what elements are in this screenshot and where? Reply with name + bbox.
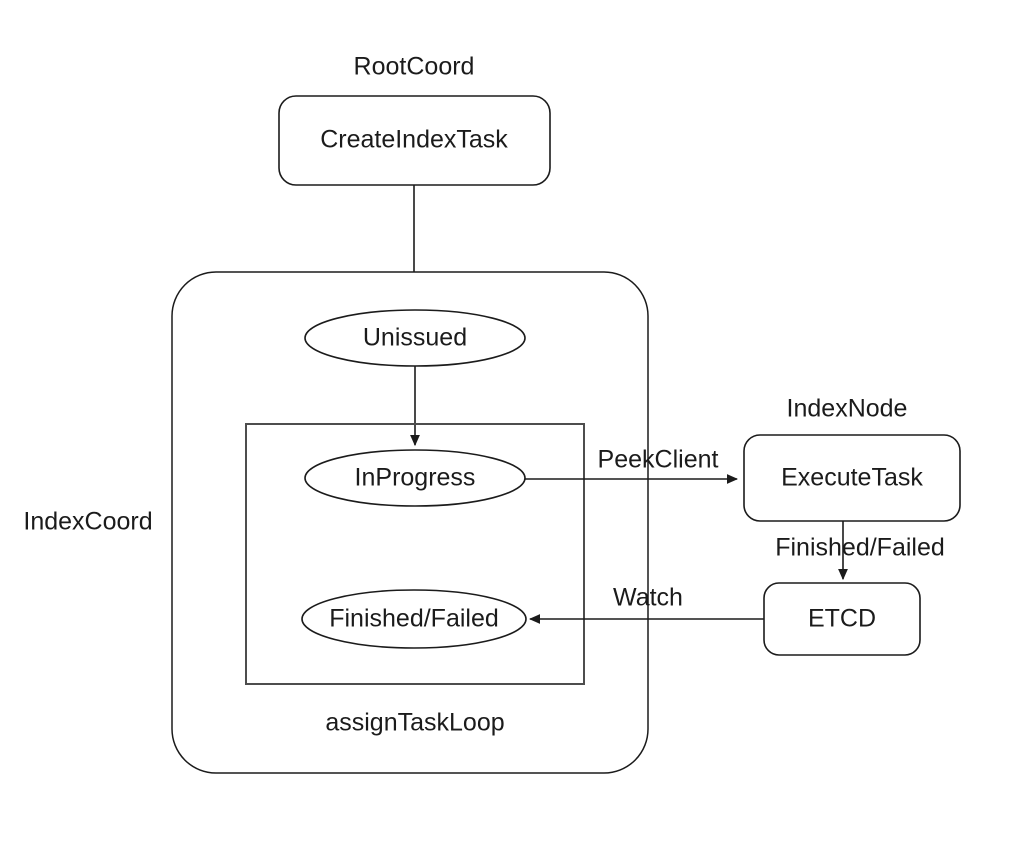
group-label-rootcoord: RootCoord bbox=[354, 53, 475, 81]
edge-label-finished-failed: Finished/Failed bbox=[775, 534, 945, 562]
node-label-finished-failed-state: Finished/Failed bbox=[329, 605, 499, 633]
group-label-indexnode: IndexNode bbox=[787, 395, 908, 423]
edge-label-watch: Watch bbox=[613, 584, 683, 612]
node-label-unissued: Unissued bbox=[363, 324, 467, 352]
group-container-assigntaskloop bbox=[245, 423, 585, 685]
node-label-etcd: ETCD bbox=[808, 605, 876, 633]
node-label-inprogress: InProgress bbox=[355, 464, 476, 492]
node-label-execute-task: ExecuteTask bbox=[781, 464, 923, 492]
node-inprogress[interactable] bbox=[304, 449, 526, 507]
group-container-indexcoord bbox=[171, 271, 649, 774]
group-label-assigntaskloop: assignTaskLoop bbox=[325, 709, 504, 737]
edge-label-peekclient: PeekClient bbox=[598, 446, 719, 474]
group-label-indexcoord: IndexCoord bbox=[23, 508, 152, 536]
node-execute-task[interactable] bbox=[743, 434, 961, 522]
node-finished-failed-state[interactable] bbox=[301, 589, 527, 649]
node-label-create-index-task: CreateIndexTask bbox=[320, 126, 508, 154]
